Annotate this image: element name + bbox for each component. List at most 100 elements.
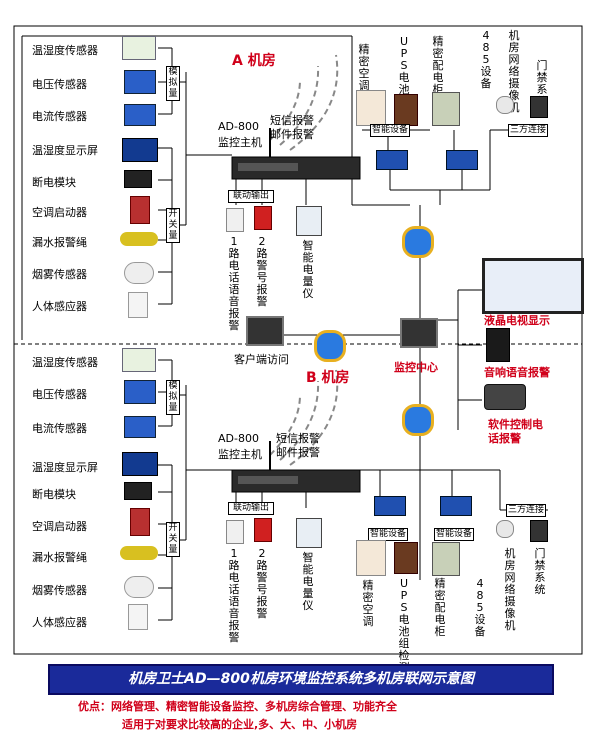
b-display-icon (122, 452, 158, 476)
a-ac-unit-icon (356, 90, 386, 126)
a-sensor-current: 电流传感器 (32, 110, 87, 123)
speaker-label: 音响语音报警 (484, 366, 550, 379)
a-ac-starter-icon (130, 196, 150, 224)
b-sensor-display: 温湿度显示屏 (32, 461, 98, 474)
a-smart-device: 智能设备 (370, 124, 410, 137)
a-sensor-temp-humidity: 温湿度传感器 (32, 44, 98, 57)
advantages-note: 优点：网络管理、精密智能设备监控、多机房综合管理、功能齐全 (78, 700, 397, 713)
speaker-icon (486, 328, 510, 362)
b-ups-icon (394, 542, 418, 574)
a-sensor-leak: 漏水报警绳 (32, 236, 87, 249)
b-sensor-voltage: 电压传感器 (32, 388, 87, 401)
b-smart-device-2: 智能设备 (434, 528, 474, 541)
a-third-party: 三方连接 (508, 124, 548, 137)
a-power-off-icon (124, 170, 152, 188)
a-voice-dialer-icon (226, 208, 244, 232)
a-display-icon (122, 138, 158, 162)
a-access-icon (530, 96, 548, 118)
a-sensor-smoke: 烟雾传感器 (32, 268, 87, 281)
b-sensor-body: 人体感应器 (32, 616, 87, 629)
b-converter-1-icon (374, 496, 406, 516)
client-access: 客户端访问 (234, 353, 289, 366)
b-analog-bus: 模拟量 (166, 380, 180, 415)
phone-label: 软件控制电话报警 (488, 418, 543, 445)
a-voltage-icon (124, 70, 156, 94)
a-sensor-body: 人体感应器 (32, 300, 87, 313)
client-pc-icon (246, 316, 284, 346)
b-meter-icon (296, 518, 322, 548)
a-current-icon (124, 104, 156, 126)
b-dev-distribution: 精密配电柜 (434, 577, 446, 638)
room-b-email: 邮件报警 (276, 446, 320, 459)
b-sensor-power-off: 断电模块 (32, 488, 76, 501)
a-leak-rope-icon (120, 232, 158, 246)
network-ie-icon-top (402, 226, 434, 258)
b-leak-rope-icon (120, 546, 158, 560)
a-sensor-power-off: 断电模块 (32, 176, 76, 189)
a-sensor-voltage: 电压传感器 (32, 78, 87, 91)
a-meter-icon (296, 206, 322, 236)
lcd-screen-icon (482, 258, 584, 314)
a-smoke-icon (124, 262, 154, 284)
room-b-sms: 短信报警 (276, 432, 320, 445)
monitor-pc-icon (400, 318, 438, 348)
b-converter-2-icon (440, 496, 472, 516)
diagram-title: 机房卫士AD—800机房环境监控系统多机房联网示意图 (48, 664, 554, 695)
b-linkage-output: 联动输出 (228, 502, 274, 515)
b-sensor-temp-humidity: 温湿度传感器 (32, 356, 98, 369)
b-dev-access: 门禁系统 (534, 547, 546, 596)
b-dev-485: 485设备 (474, 577, 486, 638)
a-converter-1-icon (376, 150, 408, 170)
b-current-icon (124, 416, 156, 438)
room-b-title: B 机房 (306, 370, 350, 386)
network-ie-icon-bottom (402, 404, 434, 436)
a-sensor-ac-starter: 空调启动器 (32, 206, 87, 219)
b-sensor-current: 电流传感器 (32, 422, 87, 435)
a-switch-bus: 开关量 (166, 208, 180, 243)
b-output-voice: 1路电话语音报警 (228, 547, 240, 644)
network-ie-icon-mid (314, 330, 346, 362)
a-linkage-output: 联动输出 (228, 190, 274, 203)
b-temp-humidity-icon (122, 348, 156, 372)
room-a-sms: 短信报警 (270, 114, 314, 127)
a-converter-2-icon (446, 150, 478, 170)
a-dev-distribution: 精密配电柜 (432, 35, 444, 96)
b-ac-starter-icon (130, 508, 150, 536)
a-temp-humidity-icon (122, 36, 156, 60)
a-camera-icon (496, 96, 514, 114)
phone-icon (484, 384, 526, 410)
b-access-icon (530, 520, 548, 542)
lcd-display-label: 液晶电视显示 (484, 314, 550, 327)
b-sensor-ac-starter: 空调启动器 (32, 520, 87, 533)
a-output-voice: 1路电话语音报警 (228, 235, 240, 332)
room-a-email: 邮件报警 (270, 128, 314, 141)
b-smoke-icon (124, 576, 154, 598)
b-smart-device-1: 智能设备 (368, 528, 408, 541)
a-sensor-display: 温湿度显示屏 (32, 144, 98, 157)
b-ac-unit-icon (356, 540, 386, 576)
b-sensor-smoke: 烟雾传感器 (32, 584, 87, 597)
a-analog-bus: 模拟量 (166, 66, 180, 101)
b-cabinet-icon (432, 542, 460, 576)
a-dev-485: 485设备 (480, 29, 492, 90)
room-b-host-label: 监控主机 (218, 448, 262, 461)
a-siren-icon (254, 206, 272, 230)
b-output-siren: 2路警号报警 (256, 547, 268, 620)
b-dev-camera: 机房网络摄像机 (504, 547, 516, 632)
a-dev-camera: 机房网络摄像机 (508, 29, 520, 114)
a-output-meter: 智能电量仪 (302, 239, 314, 300)
room-a-host-label: 监控主机 (218, 136, 262, 149)
room-a-title: A 机房 (232, 53, 276, 69)
b-dev-ups: UPS电池组检测 (398, 577, 410, 674)
a-cabinet-icon (432, 92, 460, 126)
a-dev-precision-ac: 精密空调 (358, 43, 370, 92)
applicability-note: 适用于对要求比较高的企业,多、大、中、小机房 (122, 718, 358, 731)
b-camera-icon (496, 520, 514, 538)
monitor-center: 监控中心 (394, 361, 438, 374)
b-dev-precision-ac: 精密空调 (362, 579, 374, 628)
a-ups-icon (394, 94, 418, 126)
b-output-meter: 智能电量仪 (302, 551, 314, 612)
room-b-host-model: AD-800 (218, 432, 259, 445)
b-voltage-icon (124, 380, 156, 404)
b-sensor-leak: 漏水报警绳 (32, 551, 87, 564)
